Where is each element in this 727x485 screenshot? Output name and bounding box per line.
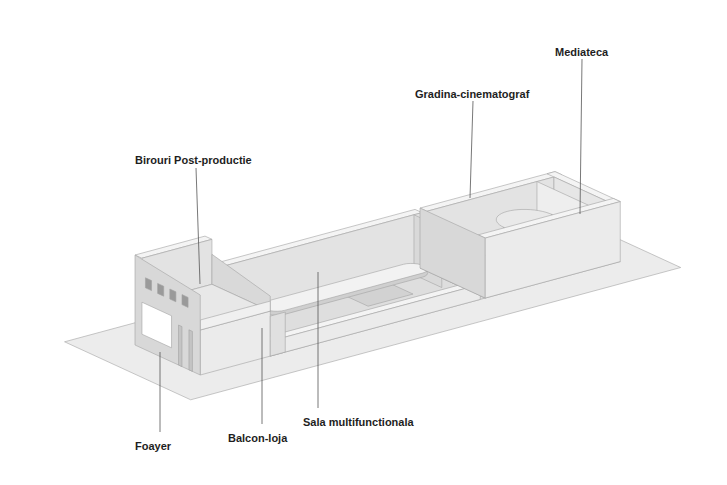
label-text: Balcon-loja <box>228 432 287 444</box>
hall-front-wall <box>270 284 480 356</box>
part-label: Birouri Post-productie <box>135 150 252 168</box>
leader-line <box>160 352 161 432</box>
label-text: Gradina-cinematograf <box>415 88 529 100</box>
office-parapet <box>200 301 270 330</box>
leader-line <box>318 272 319 408</box>
window <box>170 289 176 302</box>
label-text: Foayer <box>135 440 171 452</box>
part-label: Gradina-cinematograf <box>415 84 529 102</box>
window <box>145 278 151 291</box>
label-text: Mediateca <box>555 46 608 58</box>
part-label: Foayer <box>135 436 171 454</box>
wall-top <box>263 281 480 341</box>
label-text: Birouri Post-productie <box>135 154 252 166</box>
leader-line <box>470 101 473 198</box>
column <box>189 330 192 372</box>
column <box>179 325 182 367</box>
leader-line <box>196 168 200 284</box>
leader-line <box>580 59 582 214</box>
garden-front-wall <box>485 202 620 298</box>
label-text: Sala multifunctionala <box>303 416 414 428</box>
part-label: Sala multifunctionala <box>303 412 414 430</box>
foyer-canopy <box>270 312 285 356</box>
leader-line <box>262 328 263 424</box>
part-label: Balcon-loja <box>228 428 287 446</box>
window <box>158 283 164 296</box>
garden-end-wall <box>420 208 485 298</box>
tower-end-wall <box>135 255 200 375</box>
screen-panel <box>142 302 172 348</box>
window <box>182 295 188 308</box>
part-label: Mediateca <box>555 42 608 60</box>
